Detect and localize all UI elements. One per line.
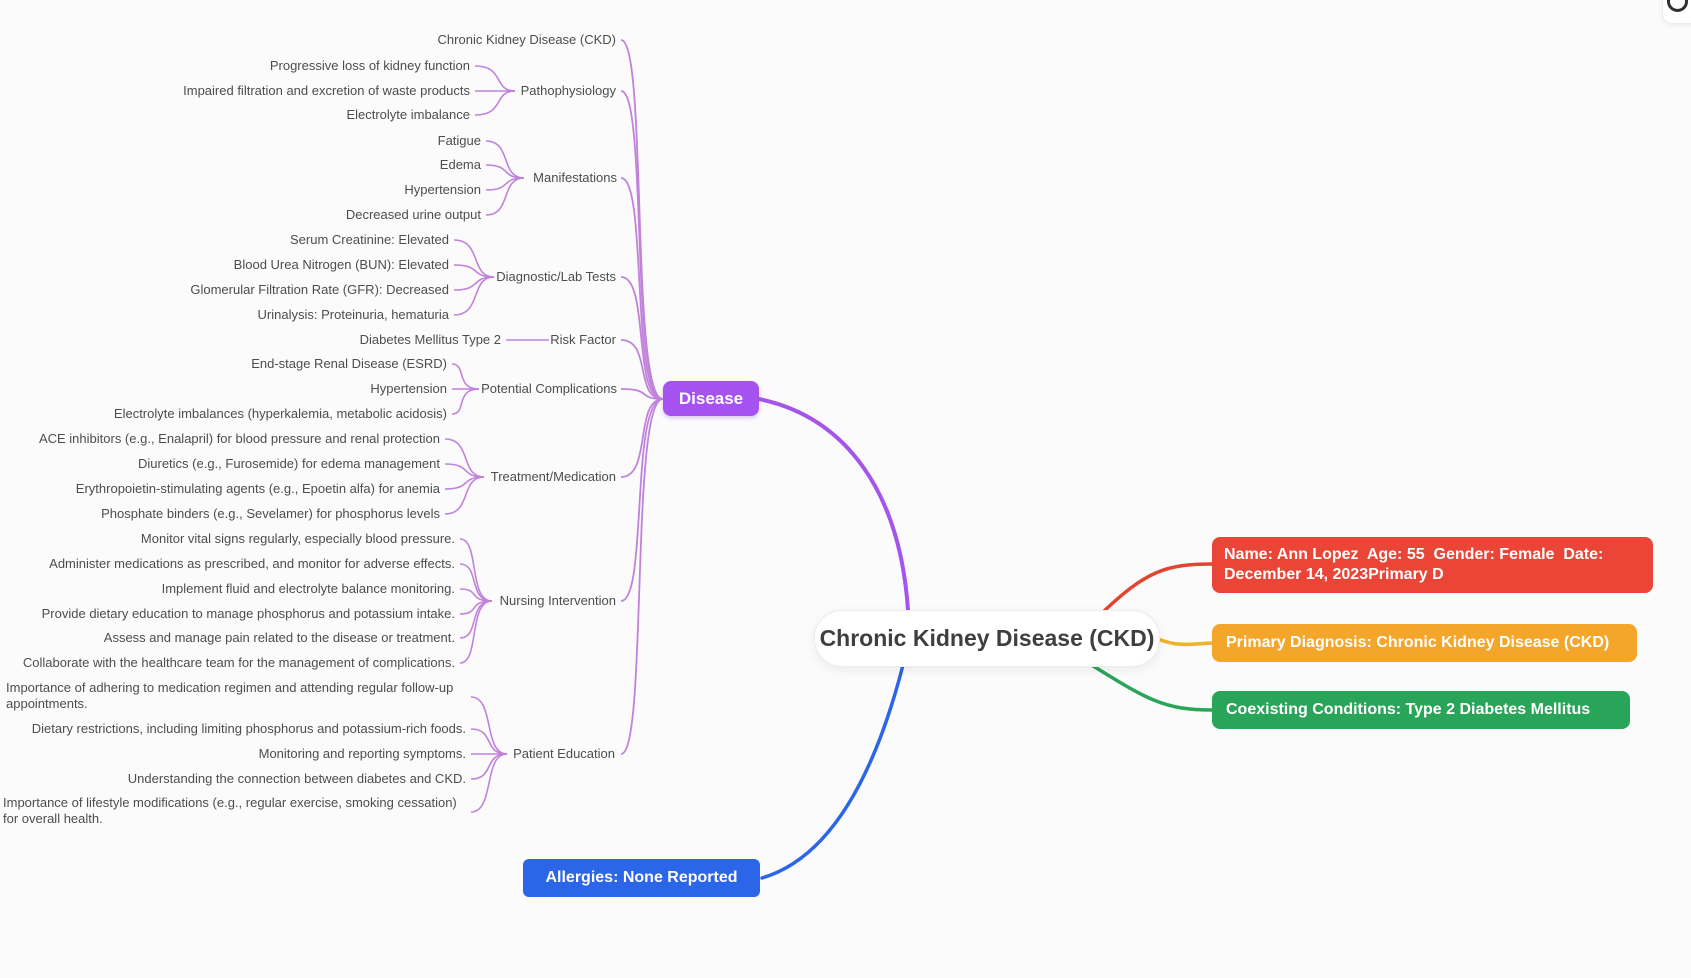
patient-node-coexisting-conditions[interactable]: Coexisting Conditions: Type 2 Diabetes M…: [1212, 691, 1630, 729]
tree-leaf[interactable]: Phosphate binders (e.g., Sevelamer) for …: [101, 506, 440, 521]
tree-topic-diagnostic-lab-tests[interactable]: Diagnostic/Lab Tests: [496, 269, 616, 284]
tree-leaf[interactable]: Serum Creatinine: Elevated: [290, 232, 449, 247]
tree-topic-potential-complications[interactable]: Potential Complications: [481, 381, 617, 396]
corner-toolbar-button[interactable]: [1662, 0, 1691, 24]
branch-node-disease[interactable]: Disease: [663, 381, 759, 416]
tree-leaf[interactable]: End-stage Renal Disease (ESRD): [251, 356, 447, 371]
tree-leaf[interactable]: Erythropoietin-stimulating agents (e.g.,…: [75, 481, 440, 496]
tree-leaf[interactable]: Importance of adhering to medication reg…: [6, 680, 454, 711]
tree-leaf[interactable]: Progressive loss of kidney function: [269, 58, 470, 73]
tree-leaf[interactable]: Decreased urine output: [345, 207, 481, 222]
tree-leaf[interactable]: Hypertension: [404, 182, 481, 197]
tree-leaf[interactable]: Edema: [439, 157, 481, 172]
tree-leaf[interactable]: Importance of lifestyle modifications (e…: [3, 795, 457, 826]
patient-node-demographics[interactable]: Name: Ann Lopez Age: 55 Gender: Female D…: [1212, 537, 1653, 593]
branch-spine-curves: [620, 39, 664, 755]
tree-leaf[interactable]: Administer medications as prescribed, an…: [49, 556, 455, 571]
tree-leaf[interactable]: Diuretics (e.g., Furosemide) for edema m…: [137, 456, 440, 471]
tree-leaf[interactable]: Chronic Kidney Disease (CKD): [437, 32, 616, 47]
tree-leaf[interactable]: ACE inhibitors (e.g., Enalapril) for blo…: [38, 431, 440, 446]
tree-leaf[interactable]: Diabetes Mellitus Type 2: [359, 332, 501, 347]
tree-topic-risk-factor[interactable]: Risk Factor: [550, 332, 616, 347]
tree-topic-patient-education[interactable]: Patient Education: [513, 746, 615, 761]
tree-topic-nursing-intervention[interactable]: Nursing Intervention: [499, 593, 616, 608]
tree-leaf[interactable]: Implement fluid and electrolyte balance …: [161, 581, 455, 596]
tree-leaf[interactable]: Glomerular Filtration Rate (GFR): Decrea…: [190, 282, 449, 297]
tree-leaf[interactable]: Provide dietary education to manage phos…: [41, 606, 455, 621]
root-node-ckd[interactable]: Chronic Kidney Disease (CKD): [814, 610, 1160, 667]
tree-leaf[interactable]: Monitor vital signs regularly, especiall…: [140, 531, 455, 546]
tree-leaf[interactable]: Electrolyte imbalances (hyperkalemia, me…: [113, 406, 447, 421]
tree-leaf[interactable]: Monitoring and reporting symptoms.: [258, 746, 466, 761]
tree-leaf[interactable]: Urinalysis: Proteinuria, hematuria: [257, 307, 449, 322]
tree-topic-treatment-medication[interactable]: Treatment/Medication: [490, 469, 616, 484]
tree-leaf[interactable]: Fatigue: [437, 133, 481, 148]
tree-topic-pathophysiology[interactable]: Pathophysiology: [520, 83, 616, 98]
search-icon: [1667, 0, 1688, 12]
tree-leaf[interactable]: Hypertension: [370, 381, 447, 396]
tree-leaf[interactable]: Electrolyte imbalance: [346, 107, 470, 122]
tree-leaf[interactable]: Understanding the connection between dia…: [127, 771, 466, 786]
tree-leaf[interactable]: Assess and manage pain related to the di…: [103, 630, 455, 645]
tree-leaf[interactable]: Collaborate with the healthcare team for…: [22, 655, 455, 670]
tree-leaf[interactable]: Blood Urea Nitrogen (BUN): Elevated: [233, 257, 449, 272]
tree-topic-manifestations[interactable]: Manifestations: [533, 170, 617, 185]
patient-node-primary-diagnosis[interactable]: Primary Diagnosis: Chronic Kidney Diseas…: [1212, 624, 1637, 662]
patient-node-allergies[interactable]: Allergies: None Reported: [523, 859, 760, 897]
tree-leaf[interactable]: Dietary restrictions, including limiting…: [31, 721, 466, 736]
tree-leaf[interactable]: Impaired filtration and excretion of was…: [183, 83, 470, 98]
